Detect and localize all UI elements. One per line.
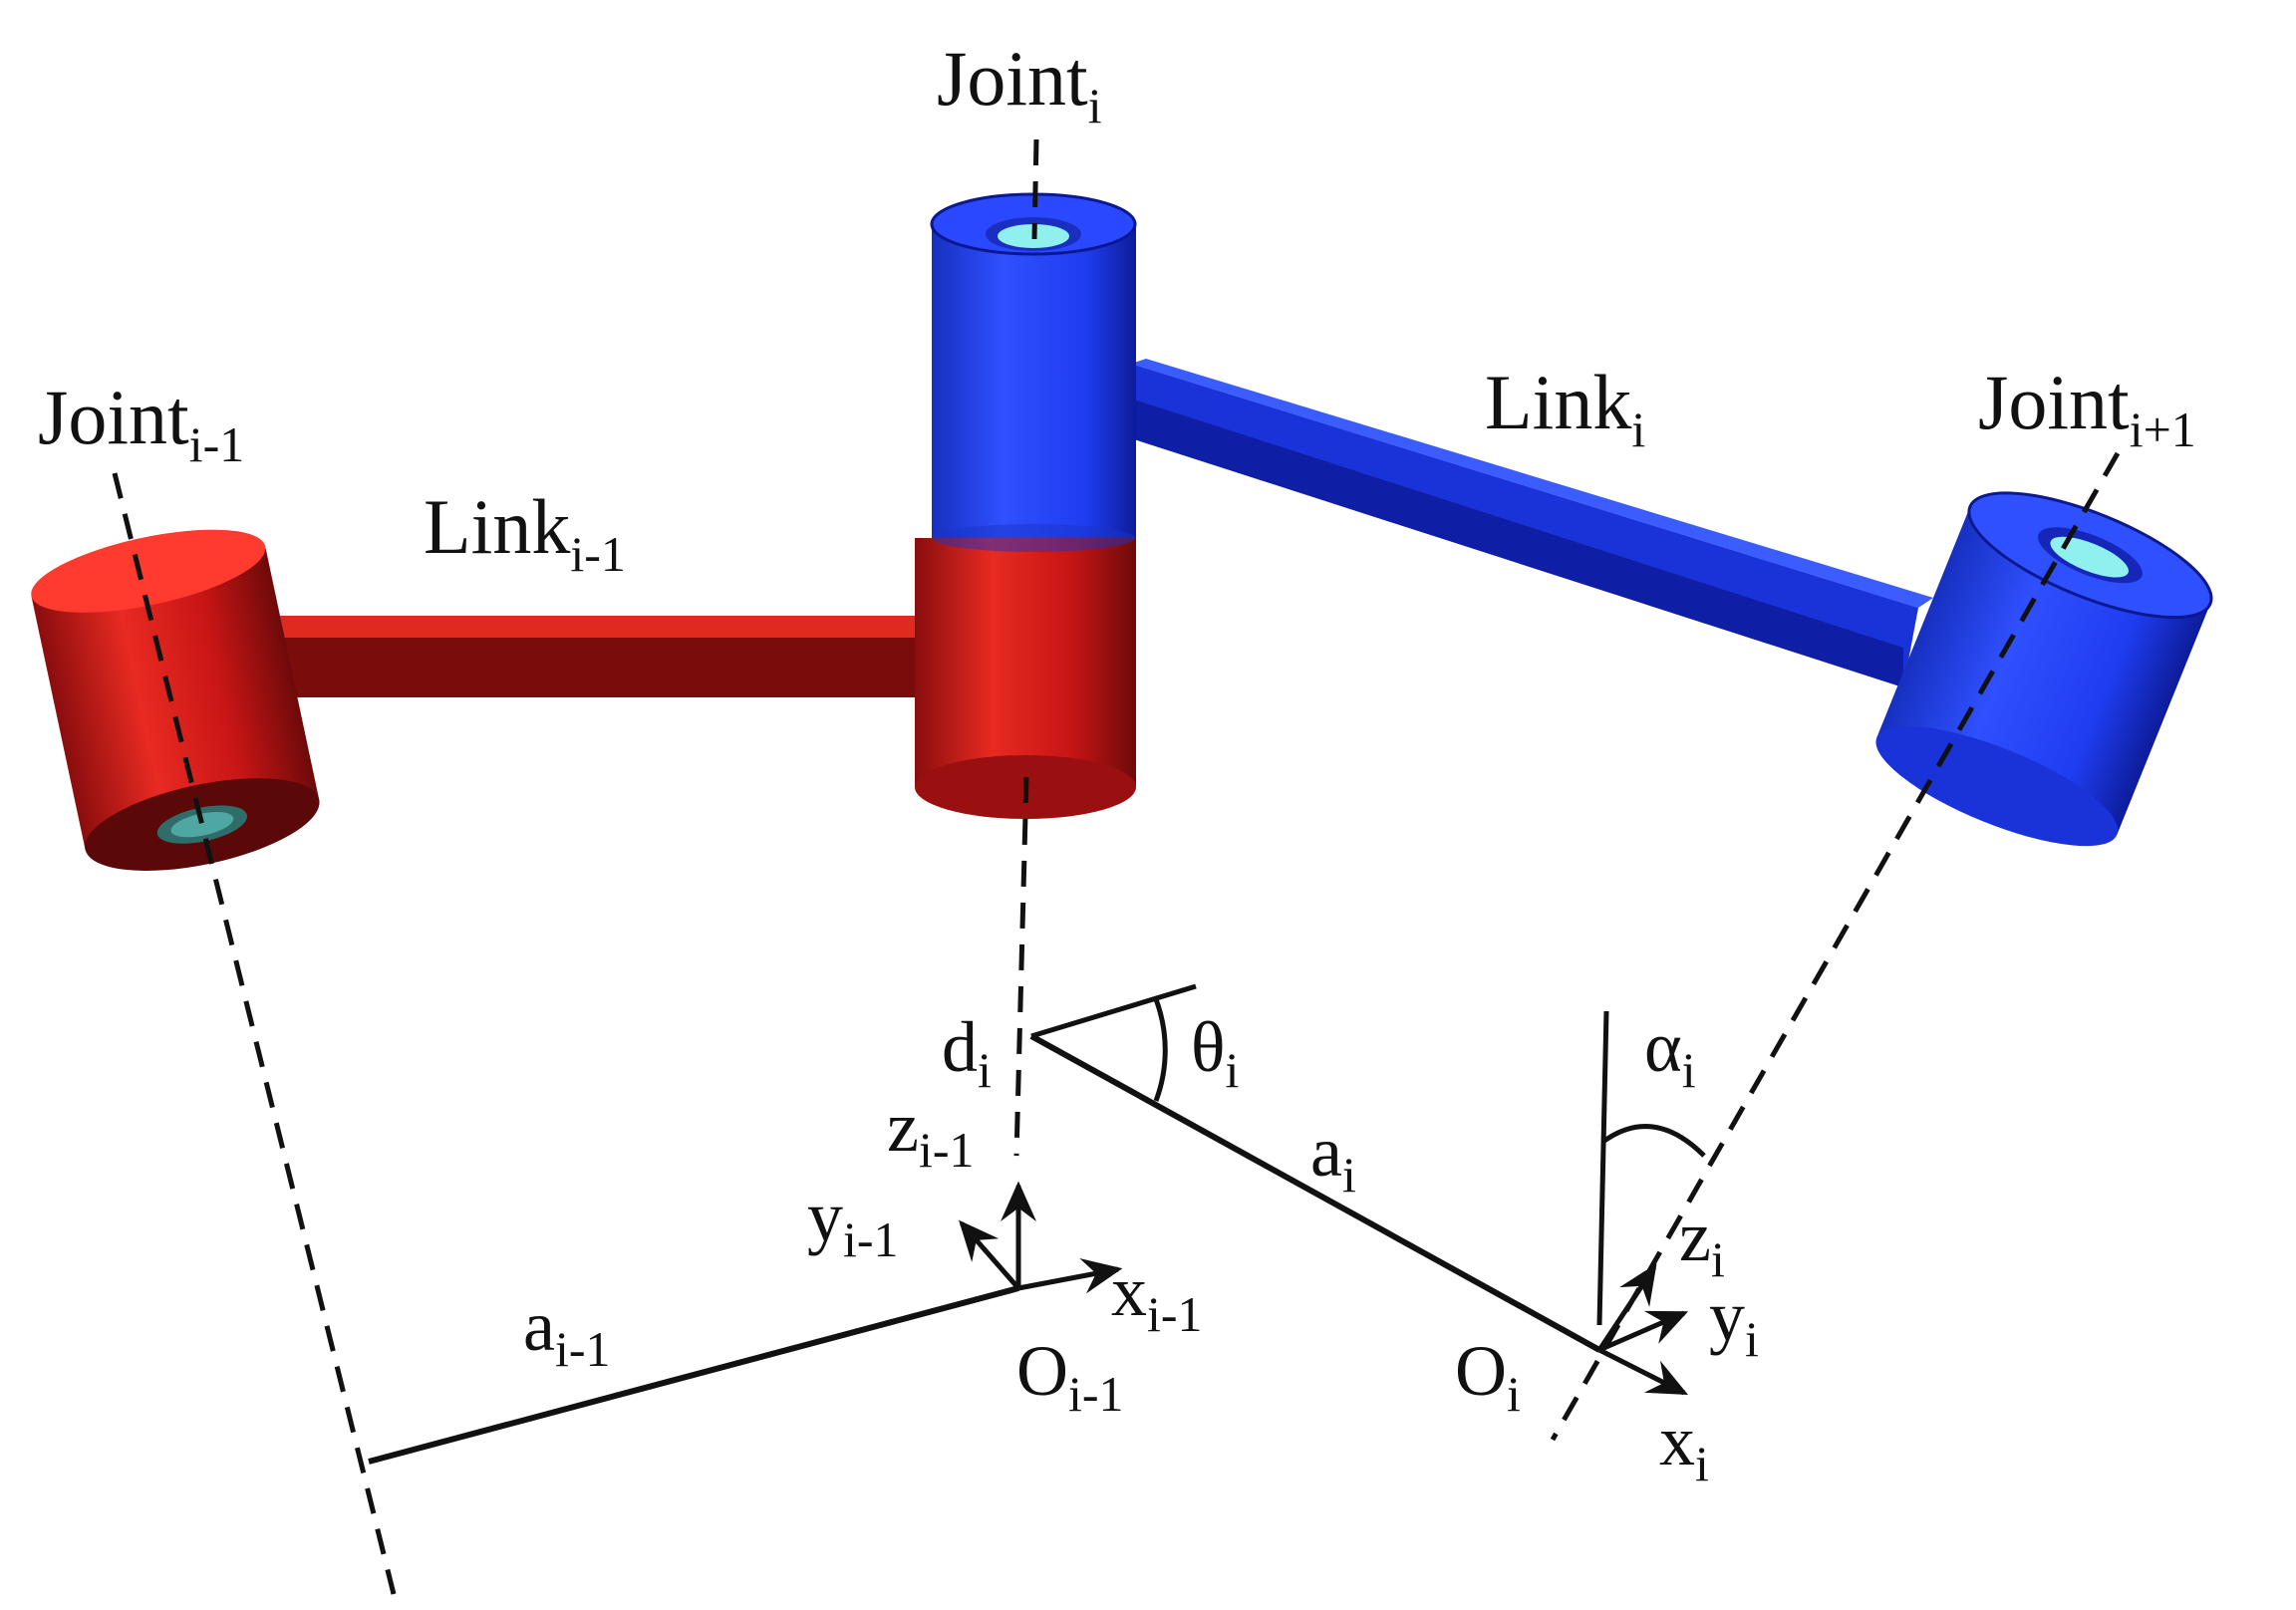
a-prev-label: ai-1: [523, 1286, 611, 1377]
joint-i-axis: [1013, 776, 1029, 1157]
theta-reference-line: [1030, 983, 1197, 1039]
joint-prev-cylinder: [31, 529, 320, 871]
joint-i-label: Jointi: [937, 35, 1102, 134]
link-prev-bar: [267, 616, 962, 697]
joint-next-axis: [1550, 451, 2121, 1442]
alpha-i-label: αi: [1644, 1007, 1696, 1098]
o-i-label: Oi: [1455, 1331, 1521, 1422]
theta-arc: [1153, 998, 1168, 1102]
o-prev-label: Oi-1: [1016, 1331, 1124, 1422]
joint-i-cylinder: [915, 192, 1137, 819]
x-prev-label: xi-1: [1111, 1251, 1203, 1342]
y-prev-label: yi-1: [807, 1177, 899, 1267]
theta-i-label: θi: [1191, 1007, 1239, 1098]
a-prev-line: [368, 1285, 1019, 1465]
d-i-label: di: [942, 1007, 992, 1098]
joint-i-axis-top: [1031, 138, 1039, 240]
link-i-label: Linki: [1485, 359, 1645, 457]
frame-i-axes: [1596, 1263, 1689, 1396]
link-prev-label: Linki-1: [424, 483, 626, 582]
link-i-bar: [1131, 359, 1933, 687]
alpha-arc: [1602, 1124, 1706, 1158]
z-prev-label: zi-1: [887, 1087, 975, 1178]
z-i-label: zi: [1679, 1197, 1725, 1287]
a-i-line: [1029, 1033, 1601, 1353]
joint-next-label: Jointi+1: [1978, 359, 2196, 457]
joint-prev-axis: [112, 472, 397, 1595]
joint-next-cylinder: [1875, 491, 2213, 847]
joint-prev-label: Jointi-1: [38, 374, 244, 472]
alpha-reference-line: [1596, 1010, 1609, 1326]
frame-prev-axes: [959, 1181, 1123, 1294]
a-i-label: ai: [1310, 1112, 1356, 1203]
x-i-label: xi: [1659, 1401, 1709, 1491]
y-i-label: yi: [1709, 1276, 1759, 1367]
